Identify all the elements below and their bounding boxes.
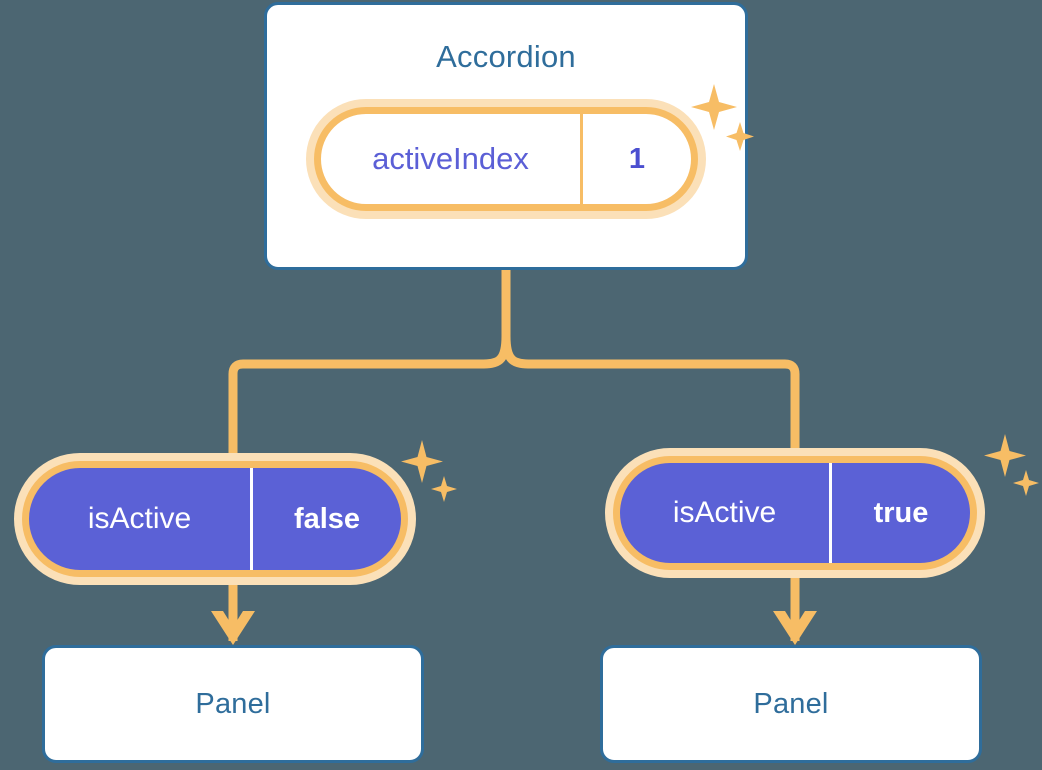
state-pill-value: true: [873, 496, 929, 529]
state-pill-active-index[interactable]: activeIndex 1: [314, 107, 698, 211]
state-pill-key: isActive: [29, 468, 253, 570]
arrow-down-icon-left: [211, 611, 255, 645]
arrow-down-icon-right: [773, 611, 817, 645]
four-point-star-icon-small: [431, 476, 457, 502]
card-title: Panel: [195, 687, 271, 720]
state-pill-key: isActive: [620, 463, 832, 563]
state-pill-is-active-false[interactable]: isActive false: [22, 461, 408, 577]
state-pill-key: activeIndex: [321, 114, 583, 204]
connector-to-right-pill: [501, 331, 800, 461]
four-point-star-icon-small: [1013, 470, 1039, 496]
sparkle-group-right: [982, 432, 1040, 509]
component-card-panel-right[interactable]: Panel: [600, 645, 982, 763]
card-title: Panel: [753, 687, 829, 720]
state-pill-is-active-true[interactable]: isActive true: [613, 456, 977, 570]
state-pill-value: false: [293, 502, 361, 535]
four-point-star-icon: [984, 434, 1026, 477]
state-pill-value: 1: [628, 142, 646, 175]
page-title: Accordion: [436, 39, 576, 74]
component-card-panel-left[interactable]: Panel: [42, 645, 424, 763]
sparkle-group-left: [398, 438, 458, 515]
four-point-star-icon: [401, 440, 443, 483]
connector-to-left-pill: [228, 331, 511, 466]
